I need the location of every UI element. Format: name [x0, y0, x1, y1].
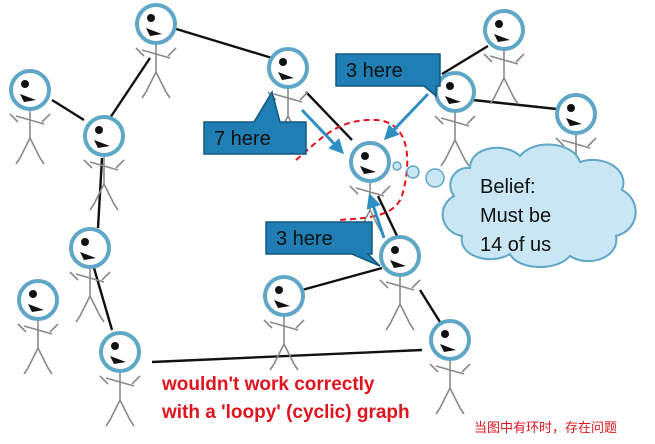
edge	[51, 98, 85, 122]
callout-label: 3 here	[346, 60, 403, 82]
soldier-top-right	[433, 71, 477, 168]
edge	[301, 266, 383, 292]
soldier-lower-right	[378, 235, 422, 332]
thought-cloud-shape	[441, 143, 637, 269]
soldier-top	[134, 3, 178, 100]
graph-edges	[51, 26, 567, 364]
soldier-bottom-right	[428, 319, 472, 416]
warning-line-1: wouldn't work correctly	[161, 374, 375, 395]
arrow-from-3-top	[383, 92, 430, 141]
thought-bubble-large	[425, 168, 445, 188]
thought-bubble-medium	[406, 165, 420, 179]
soldier-left	[8, 69, 52, 166]
edge	[172, 26, 273, 60]
arrow-from-3-bottom	[366, 193, 386, 239]
arrow-from-7	[300, 108, 345, 155]
belief-thought-cloud: Belief: Must be 14 of us	[392, 143, 637, 269]
callout-7-here: 7 here	[203, 90, 307, 155]
message-arrows	[300, 92, 430, 239]
edge	[418, 289, 442, 323]
soldier-bottom-left	[98, 331, 142, 428]
soldier-mid-left	[82, 115, 126, 212]
edge	[376, 195, 400, 239]
callout-label: 3 here	[276, 228, 333, 250]
belief-line-1: Belief:	[480, 176, 536, 198]
soldier-right-mid	[482, 9, 526, 106]
edge	[151, 348, 423, 364]
edge	[441, 44, 489, 76]
cyclic-graph-note: 当图中有环时，存在问题	[474, 421, 617, 436]
callout-label: 7 here	[214, 128, 271, 150]
soldier-left-mid	[68, 227, 112, 324]
callout-3-here-top: 3 here	[335, 53, 441, 98]
callout-3-here-bottom: 3 here	[265, 221, 381, 267]
belief-line-3: 14 of us	[480, 234, 551, 256]
warning-line-2: with a 'loopy' (cyclic) graph	[161, 402, 410, 423]
cycle-loop-dashed	[295, 118, 409, 221]
edge	[472, 98, 567, 112]
thought-bubble-small	[392, 161, 402, 171]
soldier-left-lower	[16, 279, 60, 376]
edge	[109, 57, 151, 119]
edge	[92, 267, 114, 331]
belief-line-2: Must be	[480, 205, 551, 227]
edge	[305, 91, 353, 141]
